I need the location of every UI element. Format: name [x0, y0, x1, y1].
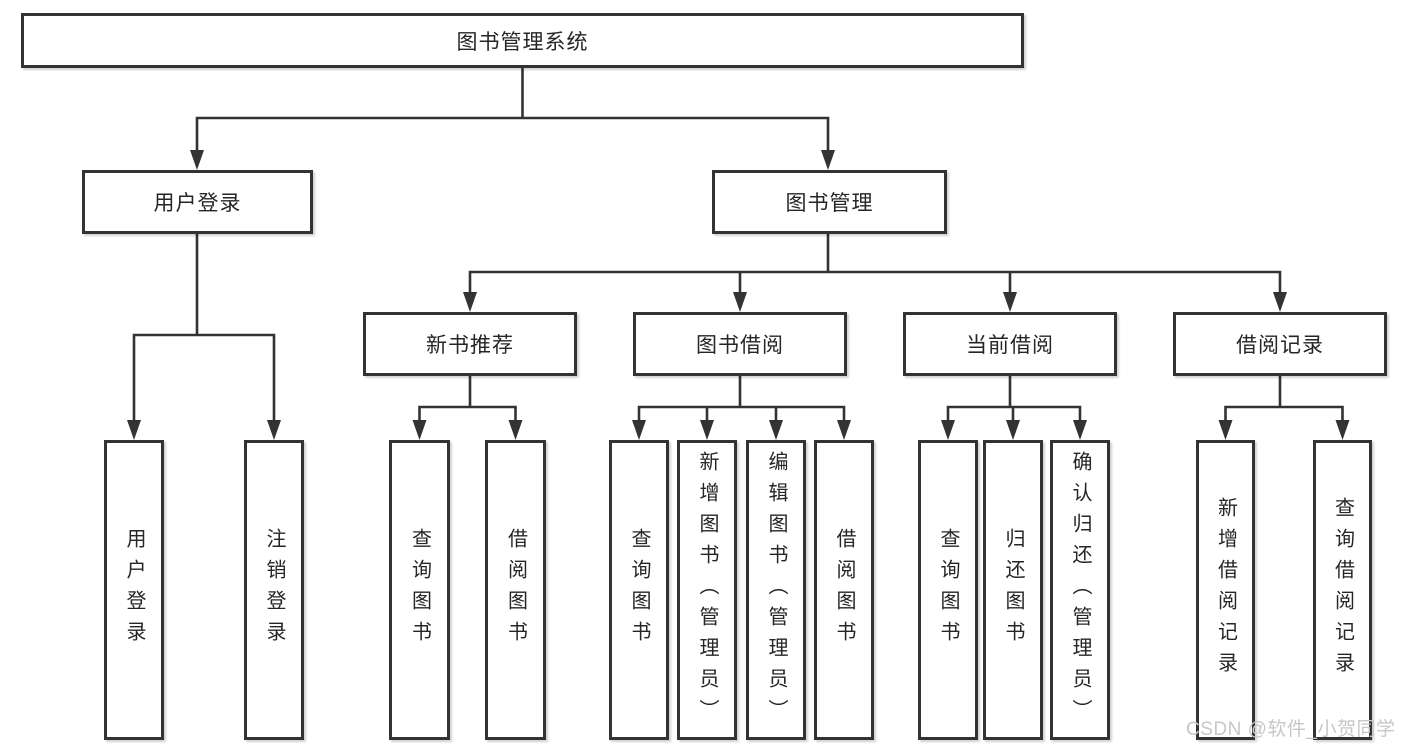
node-new-book-recommend-label: 新书推荐 — [426, 334, 514, 357]
leaf-query-borrow-record: 查询借阅记录 — [1313, 440, 1372, 740]
leaf-borrow-books-recommend-label: 借阅图书 — [504, 528, 527, 652]
leaf-logout-label: 注销登录 — [263, 528, 285, 652]
leaf-logout: 注销登录 — [244, 440, 304, 740]
leaf-borrow-books-recommend: 借阅图书 — [485, 440, 546, 740]
connector-book-management-branch — [463, 234, 1287, 312]
connector-root-to-level2 — [190, 68, 835, 170]
leaf-return-book-label: 归还图书 — [1002, 528, 1024, 652]
connector-new-book-branch — [412, 376, 523, 440]
leaf-confirm-return-admin: 确认归还（管理员） — [1050, 440, 1110, 740]
leaf-query-books-borrow: 查询图书 — [609, 440, 669, 740]
node-current-borrow: 当前借阅 — [903, 312, 1117, 376]
node-book-management: 图书管理 — [712, 170, 947, 234]
node-root-system-label: 图书管理系统 — [456, 30, 589, 54]
leaf-user-login-label: 用户登录 — [123, 528, 145, 652]
node-book-borrow: 图书借阅 — [633, 312, 847, 376]
node-borrow-records: 借阅记录 — [1173, 312, 1387, 376]
leaf-query-borrow-record-label: 查询借阅记录 — [1331, 497, 1354, 683]
leaf-add-borrow-record: 新增借阅记录 — [1196, 440, 1255, 740]
node-current-borrow-label: 当前借阅 — [966, 334, 1054, 357]
leaf-query-books-borrow-label: 查询图书 — [628, 528, 650, 652]
leaf-borrow-books-2-label: 借阅图书 — [833, 528, 855, 652]
leaf-edit-book-admin-label: 编辑图书（管理员） — [765, 450, 787, 730]
leaf-add-book-admin: 新增图书（管理员） — [677, 440, 737, 740]
leaf-query-books-current: 查询图书 — [918, 440, 978, 740]
connector-borrow-records-branch — [1218, 376, 1350, 440]
connector-book-borrow-branch — [632, 376, 851, 440]
leaf-add-book-admin-label: 新增图书（管理员） — [696, 450, 718, 730]
connector-current-borrow-branch — [941, 376, 1087, 440]
leaf-borrow-books-2: 借阅图书 — [814, 440, 874, 740]
leaf-return-book: 归还图书 — [983, 440, 1043, 740]
connector-user-login-branch — [127, 234, 281, 440]
leaf-query-books-recommend: 查询图书 — [389, 440, 450, 740]
node-book-management-label: 图书管理 — [785, 192, 874, 215]
node-borrow-records-label: 借阅记录 — [1236, 334, 1324, 357]
leaf-add-borrow-record-label: 新增借阅记录 — [1214, 497, 1237, 683]
leaf-query-books-current-label: 查询图书 — [937, 528, 959, 652]
watermark: CSDN @软件_小贺同学 — [1186, 719, 1396, 740]
node-new-book-recommend: 新书推荐 — [363, 312, 577, 376]
leaf-query-books-recommend-label: 查询图书 — [408, 528, 431, 652]
leaf-edit-book-admin: 编辑图书（管理员） — [746, 440, 806, 740]
leaf-confirm-return-admin-label: 确认归还（管理员） — [1069, 450, 1091, 730]
node-book-borrow-label: 图书借阅 — [696, 334, 784, 357]
node-user-login-label: 用户登录 — [153, 192, 242, 215]
leaf-user-login: 用户登录 — [104, 440, 164, 740]
node-user-login: 用户登录 — [82, 170, 313, 234]
node-root-system: 图书管理系统 — [21, 13, 1024, 68]
